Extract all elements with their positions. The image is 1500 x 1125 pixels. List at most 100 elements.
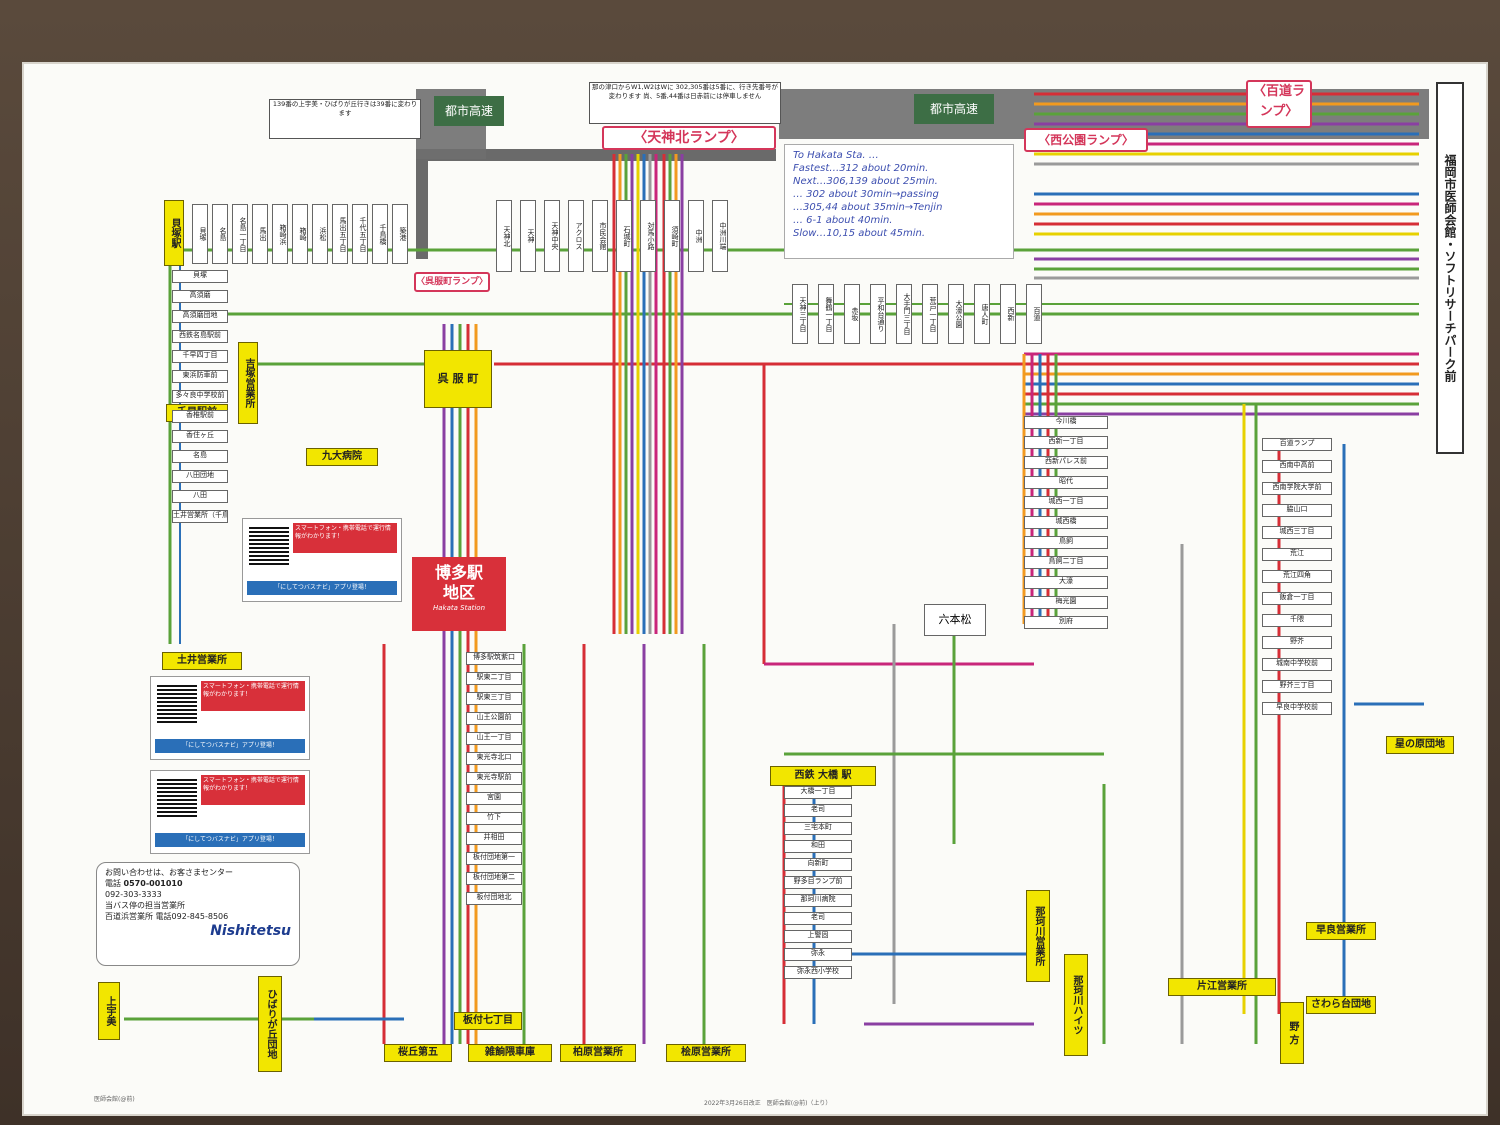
contact-title: お問い合わせは、お客さまセンター: [105, 868, 233, 877]
travel-line-5: …305,44 about 35min→Tenjin: [793, 202, 943, 213]
bus-stop: 千早四丁目: [172, 350, 228, 363]
bus-stop: 平和台通り: [870, 284, 886, 344]
bus-stop: 荒江四角: [1262, 570, 1332, 583]
travel-line-2: Fastest…312 about 20min.: [793, 163, 929, 174]
bus-stop: 名島: [172, 450, 228, 463]
bus-stop: 箱崎: [292, 204, 308, 264]
bus-stop: 駅東三丁目: [466, 692, 522, 705]
expressway-label-west: 都市高速: [914, 94, 994, 124]
promo-headline-1: スマートフォン・携帯電話で運行情報がわかります！: [293, 523, 397, 553]
bus-stop: 高須磨団地: [172, 310, 228, 323]
footer-center-text: 2022年3月26日改正 医師会館(@前)（上り）: [704, 1100, 832, 1107]
bus-stop: 城西橋: [1024, 516, 1108, 529]
bus-stop: 野芥: [1262, 636, 1332, 649]
bus-stop: 名島: [212, 204, 228, 264]
bus-stop: 飯倉一丁目: [1262, 592, 1332, 605]
gofukumachi-ramp-label: 〈呉服町ランプ〉: [414, 272, 490, 292]
bus-stop: 八田団地: [172, 470, 228, 483]
bus-stop: 浜松: [312, 204, 328, 264]
terminal-matsubara: 桧原営業所: [666, 1044, 746, 1062]
bus-stop: 東光寺駅前: [466, 772, 522, 785]
note-route-302: 那の津口からW1,W2はWに 302,305番は5番に、行き先番号が変わります …: [589, 82, 781, 124]
bus-stop: 板付団地第二: [466, 872, 522, 885]
contact-office-label: 当バス停の担当営業所: [105, 901, 185, 910]
bus-stop: 鳥飼: [1024, 536, 1108, 549]
contact-office: 百道浜営業所: [105, 912, 153, 921]
bus-stop: 貝塚: [192, 204, 208, 264]
bus-stop: 城南中学校前: [1262, 658, 1332, 671]
bus-stop: 中洲川端: [712, 200, 728, 272]
contact-phone: 0570-001010: [123, 879, 183, 888]
terminal-sakuragaoka: 桜丘第五: [384, 1044, 452, 1062]
bus-stop: 天神北: [496, 200, 512, 272]
promo-block-2: スマートフォン・携帯電話で運行情報がわかります！ 「にしてつバスナビ」アプリ登場…: [150, 676, 310, 760]
qr-code-icon: [249, 525, 289, 565]
bus-stop: 貝塚: [172, 270, 228, 283]
terminal-doi: 土井営業所: [162, 652, 242, 670]
bus-stop: 天神中央: [544, 200, 560, 272]
terminal-ishikai: 福岡市医師会館・ソフトリサーチパーク前: [1436, 82, 1464, 454]
bus-stop: 東浜防車前: [172, 370, 228, 383]
bus-stop: 山王一丁目: [466, 732, 522, 745]
bus-stop: 千代五丁目: [352, 204, 368, 264]
bus-stop: 中洲: [688, 200, 704, 272]
bus-stop: アクロス: [568, 200, 584, 272]
contact-fax: 092-303-3333: [105, 890, 162, 899]
bus-stop: 舞鶴一丁目: [818, 284, 834, 344]
bus-stop: 千隈: [1262, 614, 1332, 627]
bus-stop: 八田: [172, 490, 228, 503]
bus-stop: 西南学院大学前: [1262, 482, 1332, 495]
terminal-nishitetsu-ohashi: 西鉄 大橋 駅: [770, 766, 876, 786]
promo-headline-2: スマートフォン・携帯電話で運行情報がわかります！: [201, 681, 305, 711]
terminal-noke: 野 方: [1280, 1002, 1304, 1064]
bus-stop: 馬出五丁目: [332, 204, 348, 264]
bus-stop: 西鉄名島駅前: [172, 330, 228, 343]
nishitetsu-logo: Nishitetsu: [210, 923, 291, 939]
bus-stop: 野多目ランプ前: [784, 876, 852, 889]
bus-stop: 老司: [784, 912, 852, 925]
terminal-hoshinohara: 星の原団地: [1386, 736, 1454, 754]
promo-app-1: 「にしてつバスナビ」アプリ登場！: [247, 581, 397, 595]
hakata-station-hub: 博多駅 地区 Hakata Station: [412, 557, 506, 631]
bus-stop: 千鳥橋: [372, 204, 388, 264]
bus-stop: 築港: [392, 204, 408, 264]
hakata-hub-line2: 地区: [442, 583, 475, 602]
route-map-board: 都市高速 都市高速 〈天神北ランプ〉 〈西公園ランプ〉 〈百道ランプ〉 〈呉服町…: [22, 62, 1488, 1116]
bus-stop: 東光寺北口: [466, 752, 522, 765]
terminal-katae: 片江営業所: [1168, 978, 1276, 996]
bus-stop: 宮園: [466, 792, 522, 805]
travel-line-1: To Hakata Sta. …: [793, 150, 879, 161]
travel-line-4: … 302 about 30min→passing: [793, 189, 939, 200]
bus-stop: 博多駅筑紫口: [466, 652, 522, 665]
bus-stop: 竹下: [466, 812, 522, 825]
tenjin-kita-ramp-label: 〈天神北ランプ〉: [602, 126, 776, 150]
promo-app-3: 「にしてつバスナビ」アプリ登場！: [155, 833, 305, 847]
terminal-hibarigaoka: ひばりが丘団地: [258, 976, 282, 1072]
bus-stop: 西南中高前: [1262, 460, 1332, 473]
bus-stop: 土井営業所（千鳥ずし前）: [172, 510, 228, 523]
terminal-sawaradai: さわら台団地: [1306, 996, 1376, 1014]
bus-stop: 多々良中学校前: [172, 390, 228, 403]
promo-block-1: スマートフォン・携帯電話で運行情報がわかります！ 「にしてつバスナビ」アプリ登場…: [242, 518, 402, 602]
bus-stop: 百道ランプ: [1262, 438, 1332, 451]
travel-line-3: Next…306,139 about 25min.: [793, 176, 938, 187]
terminal-zasshonokuma: 雑餉隈車庫: [468, 1044, 552, 1062]
contact-phone-label: 電話: [105, 879, 121, 888]
bus-stop: 板付団地北: [466, 892, 522, 905]
promo-headline-3: スマートフォン・携帯電話で運行情報がわかります！: [201, 775, 305, 805]
travel-line-6: … 6-1 about 40min.: [793, 215, 893, 226]
terminal-kaizuka: 貝塚駅: [164, 200, 184, 266]
expressway-band: [416, 149, 428, 259]
gofukumachi-hub: 呉 服 町: [424, 350, 492, 408]
qr-code-icon: [157, 683, 197, 723]
bus-stop: 向新町: [784, 858, 852, 871]
bus-stop: 鳥飼二丁目: [1024, 556, 1108, 569]
travel-line-7: Slow…10,15 about 45min.: [793, 228, 926, 239]
bus-stop: 大濠公園: [948, 284, 964, 344]
bus-stop: 脇山口: [1262, 504, 1332, 517]
bus-stop: 西新パレス前: [1024, 456, 1108, 469]
terminal-nakagawa: 那珂川営業所: [1026, 890, 1050, 982]
bus-stop: 弥永: [784, 948, 852, 961]
bus-stop: 香住ヶ丘: [172, 430, 228, 443]
